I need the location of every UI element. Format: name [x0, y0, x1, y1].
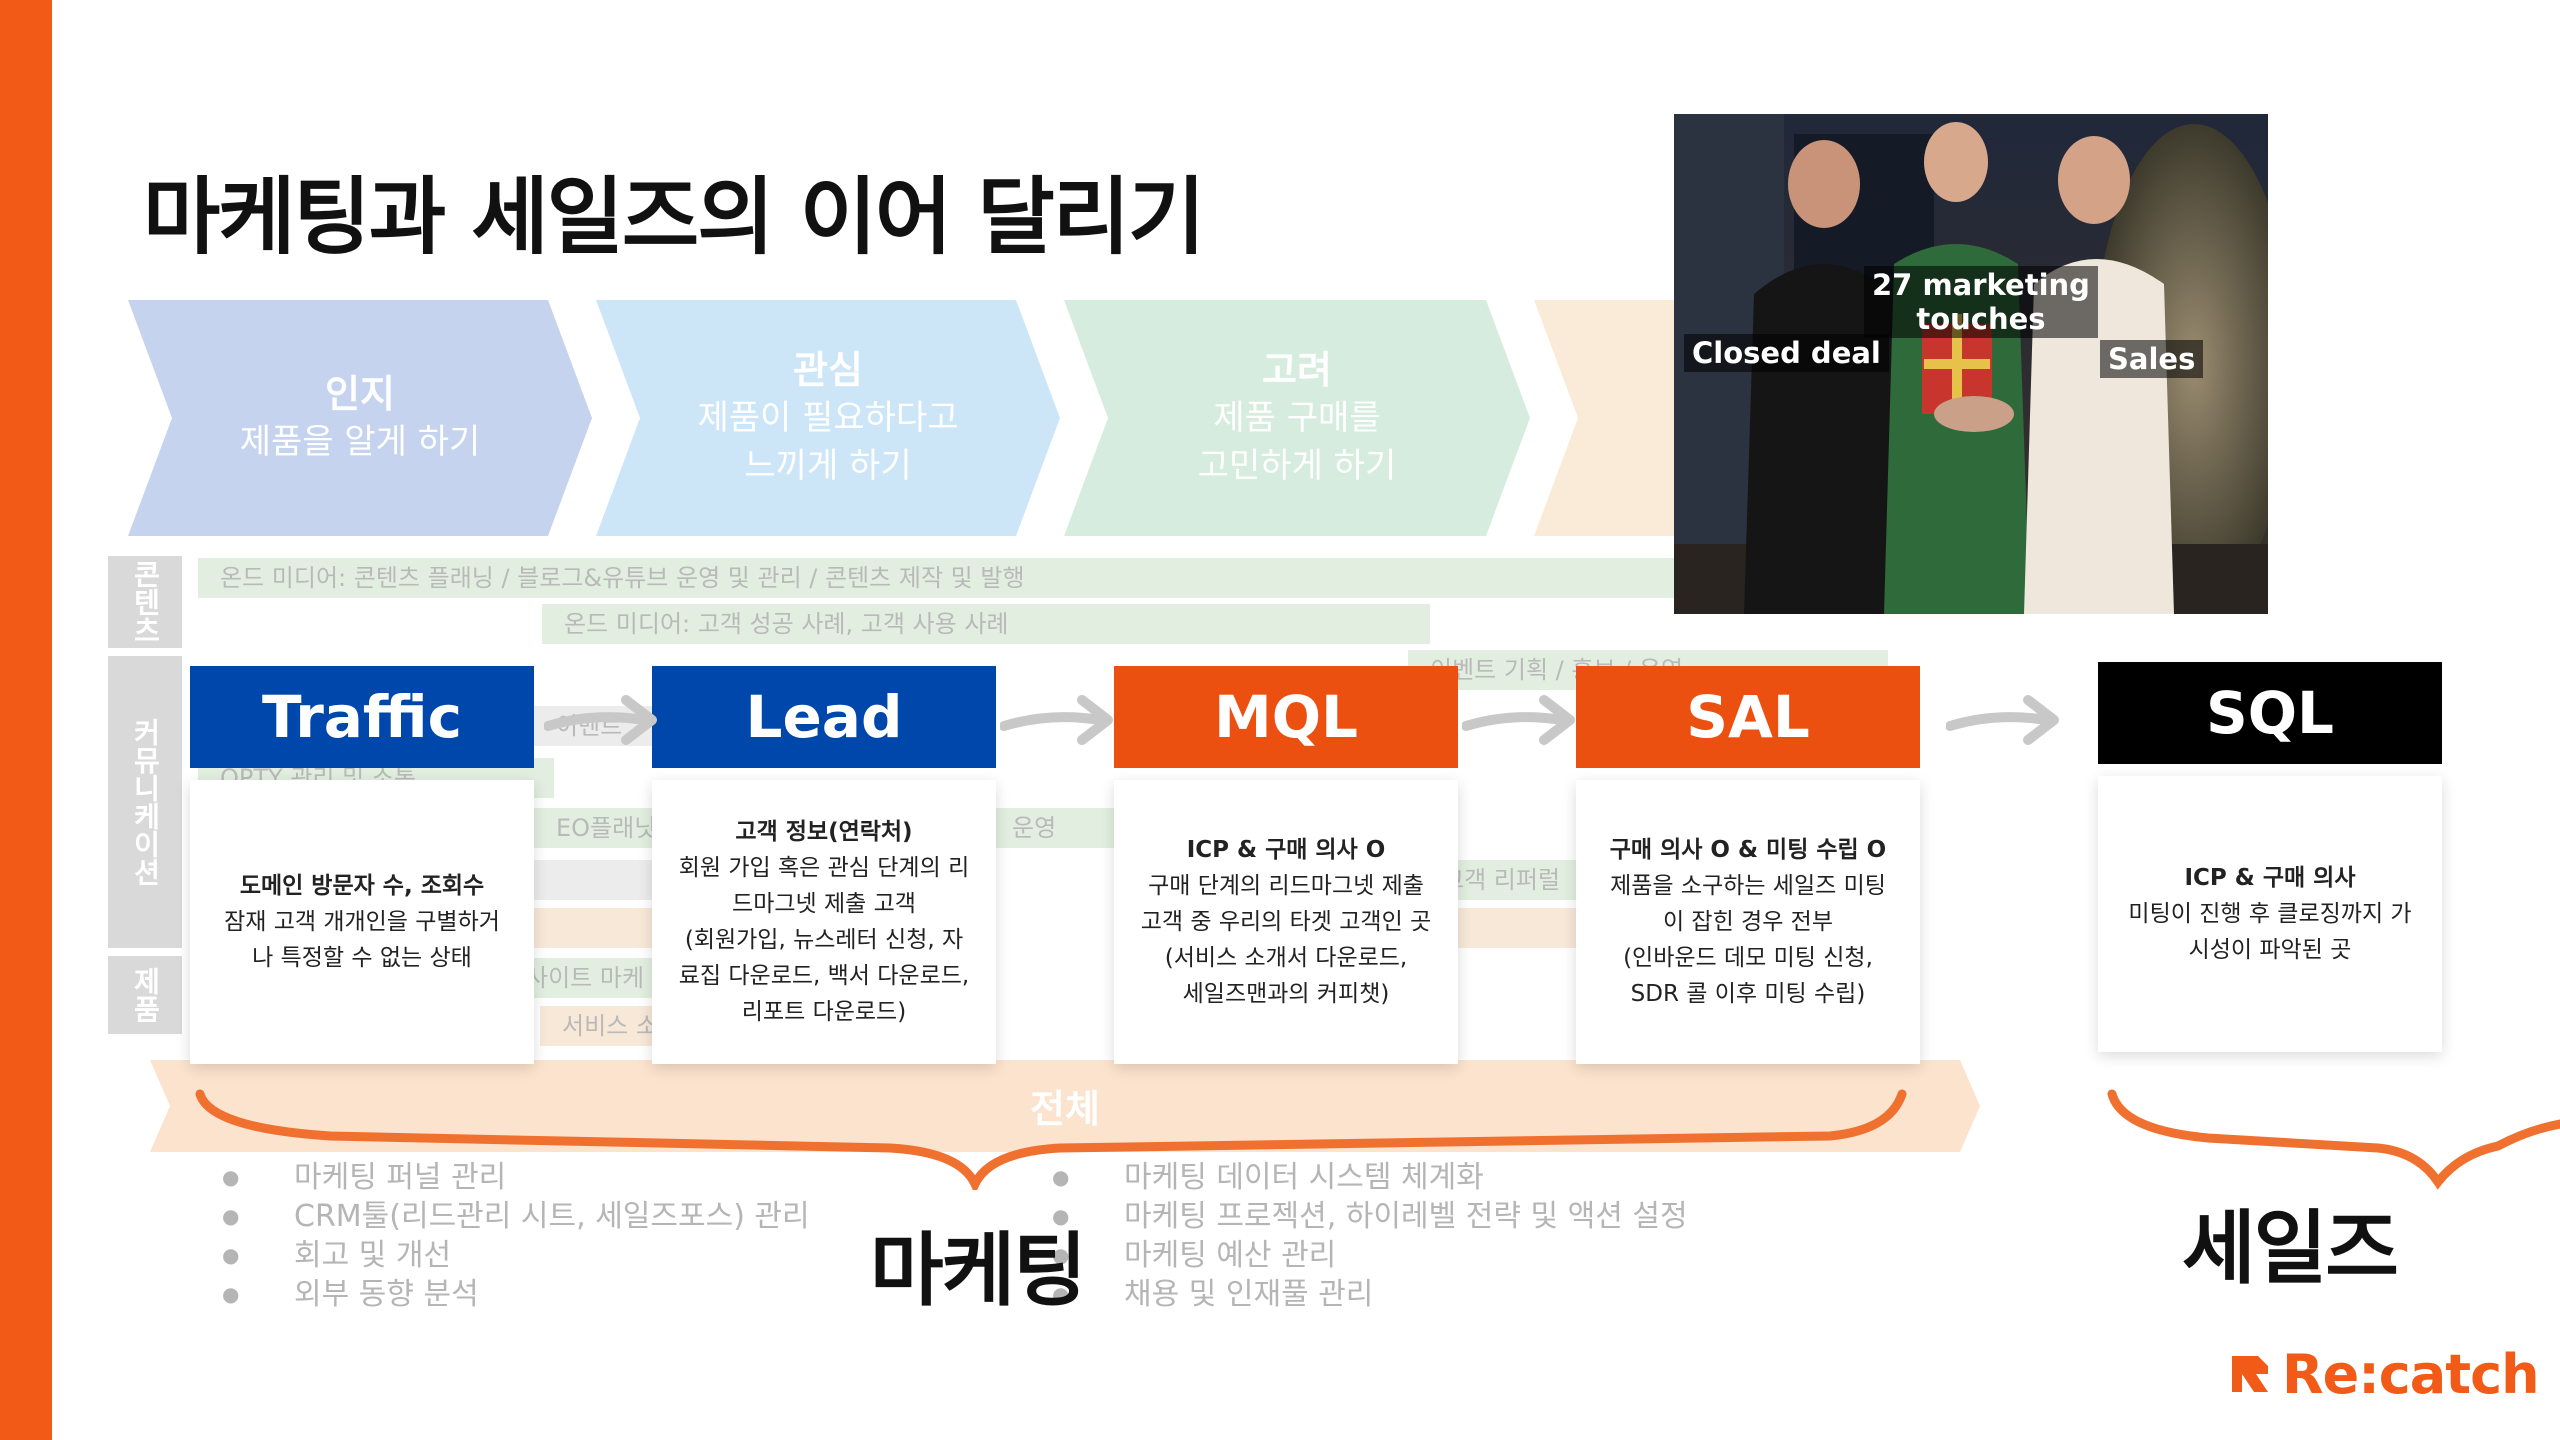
activity-bar: 운영: [990, 808, 1132, 848]
funnel-title: 인지: [325, 372, 395, 416]
row-label-text: 제품: [129, 967, 162, 1023]
row-label-product: 제품: [108, 956, 182, 1034]
recatch-logo-icon: [2232, 1356, 2268, 1392]
stage-card-mql: ICP & 구매 의사 O 구매 단계의 리드마그넷 제출 고객 중 우리의 타…: [1114, 780, 1458, 1064]
total-label: 전체: [1030, 1087, 1100, 1131]
funnel-subtitle: 제품이 필요하다고 느끼게 하기: [697, 398, 959, 486]
card-title: ICP & 구매 의사: [2184, 865, 2356, 891]
marketing-strategy-list: 마케팅 데이터 시스템 체계화 마케팅 프로젝션, 하이레벨 전략 및 액션 설…: [1052, 1158, 1688, 1314]
chevron-shape: [596, 300, 1060, 536]
card-body: 제품을 소구하는 세일즈 미팅 이 잡힌 경우 전부 (인바운드 데모 미팅 신…: [1610, 873, 1886, 1007]
stage-card-traffic: 도메인 방문자 수, 조회수 잠재 고객 개개인을 구별하거 나 특정할 수 없…: [190, 780, 534, 1064]
chevron-shape: [128, 300, 592, 536]
photo-tag-sales: Sales: [2100, 340, 2204, 378]
stage-card-lead: 고객 정보(연락처) 회원 가입 혹은 관심 단계의 리 드마그넷 제출 고객 …: [652, 780, 996, 1064]
marketing-label: 마케팅: [870, 1224, 1087, 1317]
card-title: 도메인 방문자 수, 조회수: [239, 873, 485, 899]
card-title: 구매 의사 O & 미팅 수립 O: [1609, 837, 1887, 863]
marketing-duties-list: 마케팅 퍼널 관리 CRM툴(리드관리 시트, 세일즈포스) 관리 회고 및 개…: [222, 1158, 810, 1314]
photo-tag-closed-deal: Closed deal: [1684, 334, 1889, 372]
marketing-brace: [195, 1089, 1907, 1190]
funnel-subtitle: 제품을 알게 하기: [239, 422, 481, 462]
stage-header-sql: SQL: [2098, 662, 2442, 764]
stage-card-sql: ICP & 구매 의사 미팅이 진행 후 클로징까지 가 시성이 파악된 곳: [2098, 776, 2442, 1052]
card-title: 고객 정보(연락처): [735, 819, 913, 845]
chevron-shape: [1064, 300, 1530, 536]
photo-tag-marketing-touches: 27 marketing touches: [1864, 266, 2098, 338]
stage-card-sal: 구매 의사 O & 미팅 수립 O 제품을 소구하는 세일즈 미팅 이 잡힌 경…: [1576, 780, 1920, 1064]
stage-header-lead: Lead: [652, 666, 996, 768]
card-body: 구매 단계의 리드마그넷 제출 고객 중 우리의 타겟 고객인 곳 (서비스 소…: [1140, 873, 1432, 1007]
sales-brace: [2107, 1089, 2560, 1190]
list-item: 마케팅 퍼널 관리: [222, 1158, 810, 1197]
row-label-communication: 커뮤니케이션: [108, 656, 182, 948]
activity-bar: 온드 미디어: 콘텐츠 플래닝 / 블로그&유튜브 운영 및 관리 / 콘텐츠 …: [198, 558, 1696, 598]
list-item: 외부 동향 분석: [222, 1275, 810, 1314]
stage-header-mql: MQL: [1114, 666, 1458, 768]
activity-bar-empty: [1454, 908, 1596, 948]
row-label-content: 콘텐츠: [108, 556, 182, 648]
stage-header-traffic: Traffic: [190, 666, 534, 768]
meme-photo: Closed deal 27 marketing touches Sales: [1674, 114, 2268, 614]
activity-bar: 사이트 마케: [510, 958, 670, 998]
row-label-text: 커뮤니케이션: [129, 718, 162, 886]
recatch-logo: Re:catch: [2228, 1343, 2540, 1406]
accent-side-bar: [0, 0, 52, 1440]
activity-bar: 온드 미디어: 고객 성공 사례, 고객 사용 사례: [542, 604, 1430, 644]
card-body: 잠재 고객 개개인을 구별하거 나 특정할 수 없는 상태: [224, 909, 500, 971]
list-item: 마케팅 프로젝션, 하이레벨 전략 및 액션 설정: [1052, 1197, 1688, 1236]
card-title: ICP & 구매 의사 O: [1186, 837, 1386, 863]
slide-title: 마케팅과 세일즈의 이어 달리기: [143, 168, 1205, 266]
stage-header-sal: SAL: [1576, 666, 1920, 768]
list-item: 마케팅 데이터 시스템 체계화: [1052, 1158, 1688, 1197]
sales-label: 세일즈: [2182, 1202, 2399, 1295]
row-label-text: 콘텐츠: [129, 560, 162, 644]
logo-text: Re:catch: [2282, 1342, 2540, 1406]
funnel-title: 고려: [1262, 348, 1332, 392]
total-band: [150, 1060, 1980, 1152]
arrow-right-icon: [1000, 695, 1113, 745]
arrow-right-icon: [1462, 695, 1575, 745]
arrow-right-icon: [544, 695, 657, 745]
funnel-title: 관심: [793, 348, 863, 392]
list-item: CRM툴(리드관리 시트, 세일즈포스) 관리: [222, 1197, 810, 1236]
list-item: 채용 및 인재풀 관리: [1052, 1275, 1688, 1314]
card-body: 미팅이 진행 후 클로징까지 가 시성이 파악된 곳: [2128, 901, 2412, 963]
list-item: 마케팅 예산 관리: [1052, 1236, 1688, 1275]
card-body: 회원 가입 혹은 관심 단계의 리 드마그넷 제출 고객 (회원가입, 뉴스레터…: [678, 855, 970, 1025]
funnel-subtitle: 제품 구매를 고민하게 하기: [1197, 398, 1397, 486]
list-item: 회고 및 개선: [222, 1236, 810, 1275]
arrow-right-icon: [1946, 695, 2059, 745]
